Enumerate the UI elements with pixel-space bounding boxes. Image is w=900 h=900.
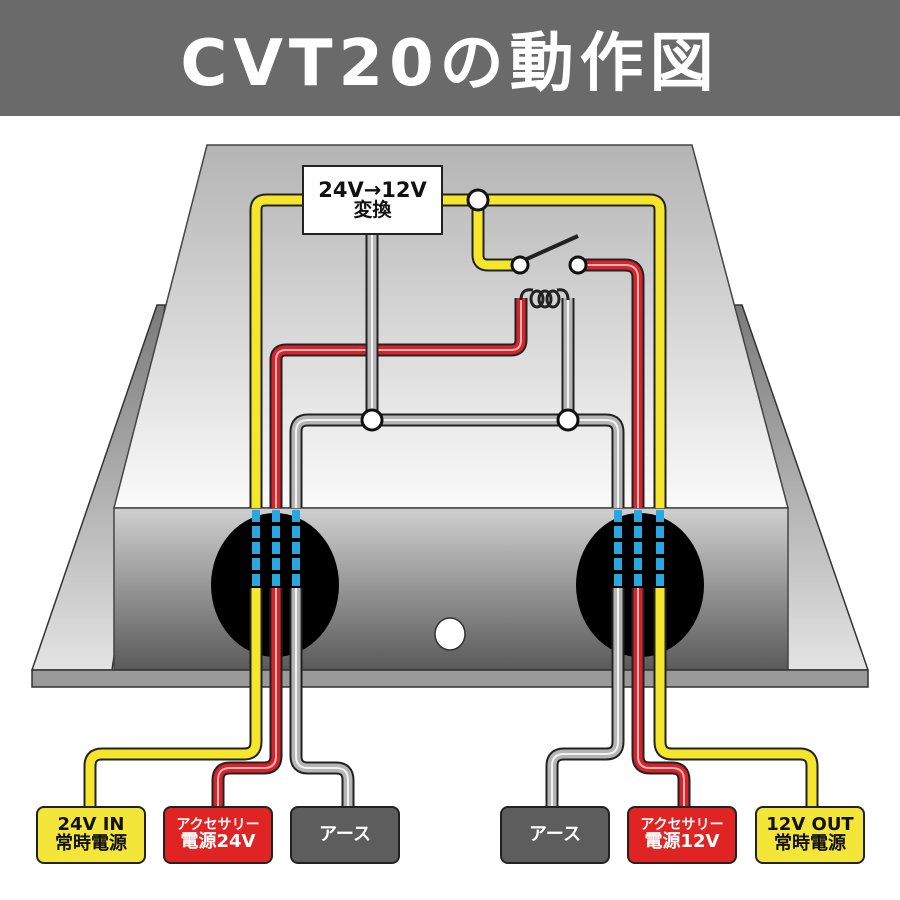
converter-line1: 24V→12V (318, 178, 427, 202)
hidden-wire-dashes (252, 510, 664, 588)
label-ground-right: アース (500, 806, 610, 864)
junction-node (466, 188, 490, 212)
label-24v-in: 24V IN 常時電源 (36, 806, 146, 864)
relay-coil-icon (519, 288, 570, 309)
yellow-wire-main (249, 193, 667, 508)
relay-contact-left (510, 255, 530, 275)
title-banner: CVT20の動作図 (0, 0, 900, 116)
right-external-wires (545, 588, 819, 808)
yellow-wire-to-relay (471, 200, 518, 272)
label-12v-out: 12V OUT 常時電源 (755, 806, 865, 864)
relay-contact-right (568, 255, 588, 275)
label-ground-left: アース (290, 806, 400, 864)
red-wire-acc12 (578, 258, 645, 508)
label-acc-12v: アクセサリー 電源12V (627, 806, 737, 864)
converter-box: 24V→12V 変換 (302, 165, 443, 235)
junction-node (360, 408, 384, 432)
box-base-plate (31, 669, 869, 688)
left-external-wires (83, 588, 355, 808)
junction-node (556, 408, 580, 432)
gray-wire-ground (289, 235, 625, 508)
relay-switch-arm (519, 234, 579, 264)
converter-line2: 変換 (353, 199, 392, 222)
label-acc-24v: アクセサリー 電源24V (163, 806, 273, 864)
page-title: CVT20の動作図 (180, 27, 720, 101)
screw-hole (434, 617, 466, 651)
red-wire-acc24 (269, 298, 528, 508)
